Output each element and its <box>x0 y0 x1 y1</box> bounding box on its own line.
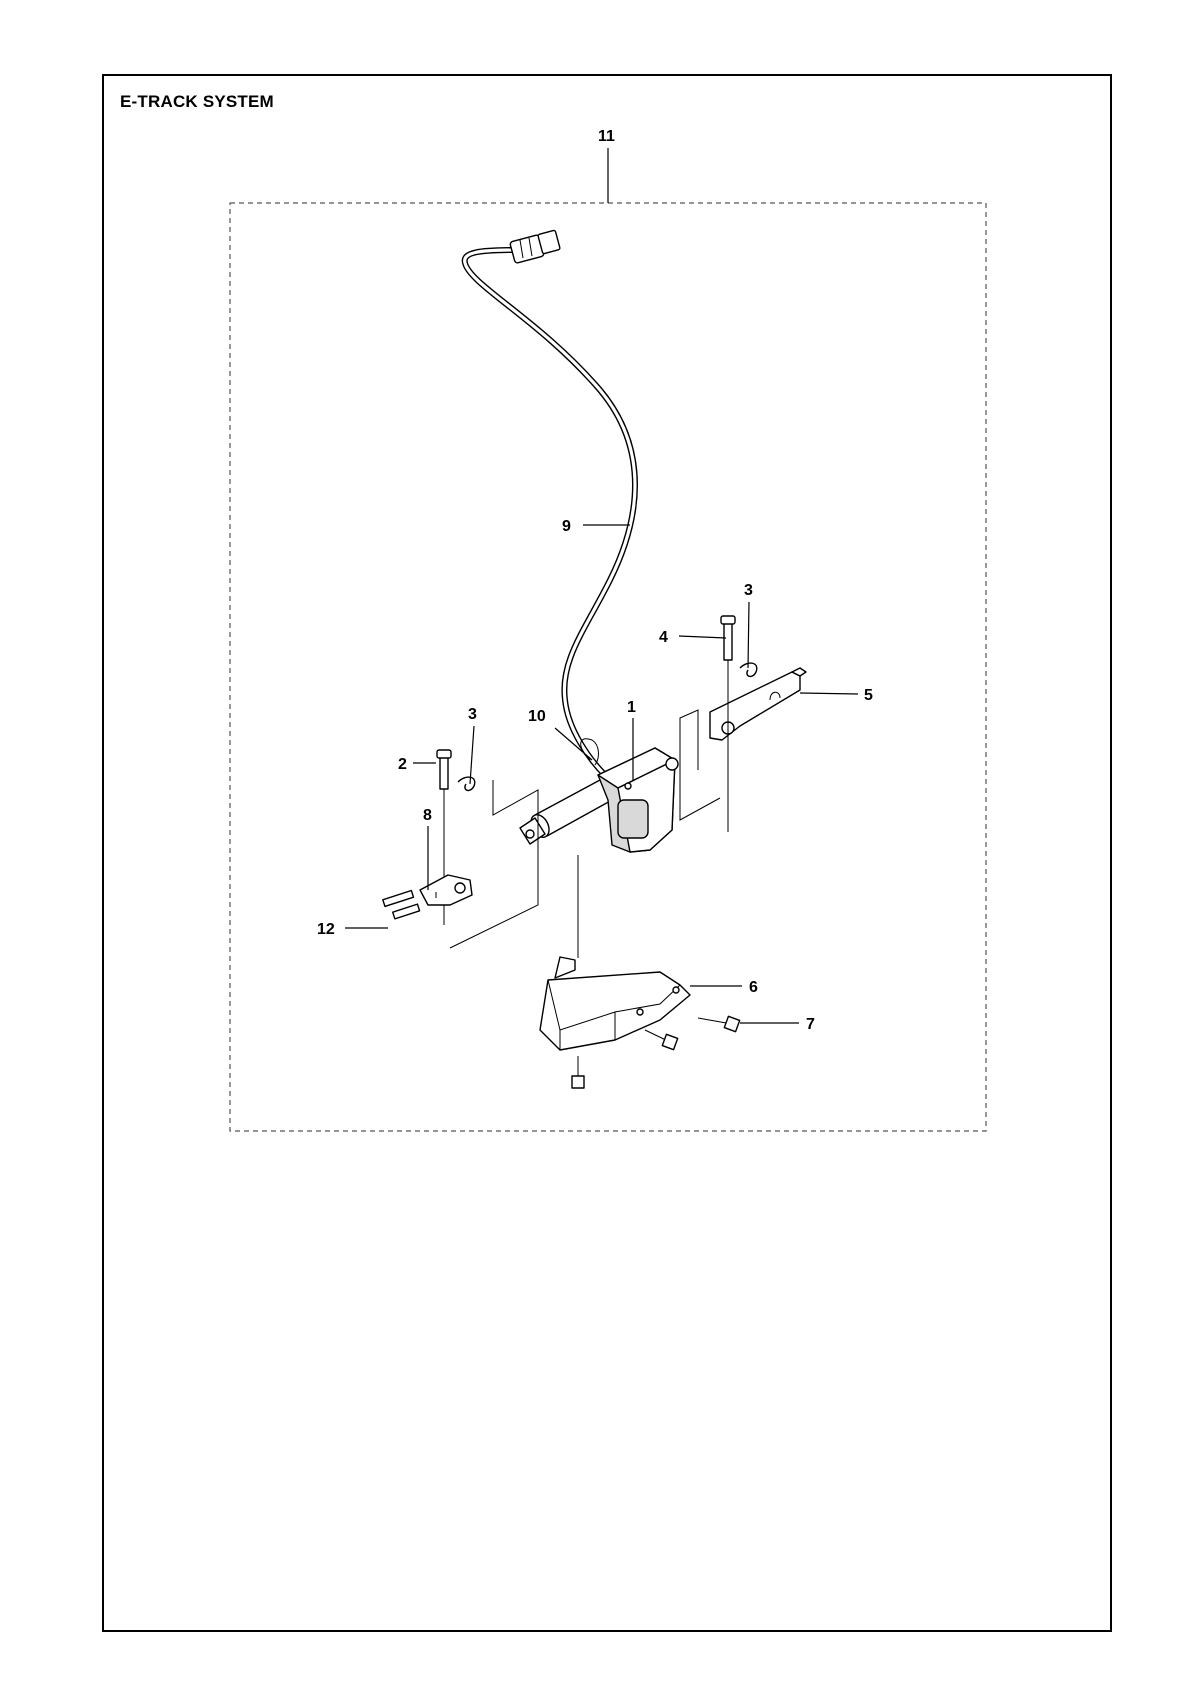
page-frame <box>102 74 1112 1632</box>
mounting-bracket <box>709 667 807 741</box>
callout-11: 11 <box>598 128 615 145</box>
linear-actuator <box>519 738 679 853</box>
actuator-cover-pan <box>539 956 691 1051</box>
callout-3-right: 3 <box>744 582 753 599</box>
clevis-pin-right <box>720 615 736 832</box>
cable-harness <box>461 229 638 778</box>
leader-lines <box>345 524 859 1024</box>
callout-4: 4 <box>659 629 668 646</box>
hair-pin-clip-left <box>457 776 476 792</box>
callout-12: 12 <box>317 921 335 938</box>
callout-5: 5 <box>864 687 873 704</box>
bolt-set <box>382 889 421 920</box>
callout-7: 7 <box>806 1016 815 1033</box>
callout-3-left: 3 <box>468 706 477 723</box>
assembly-guide-lines <box>449 709 721 958</box>
hinge-bracket <box>419 874 473 906</box>
callout-6: 6 <box>749 979 758 996</box>
callout-10: 10 <box>528 708 546 725</box>
callout-9: 9 <box>562 518 571 535</box>
callout-2: 2 <box>398 756 407 773</box>
page-title: E-TRACK SYSTEM <box>120 92 274 111</box>
screw-set <box>571 1015 741 1089</box>
callout-8: 8 <box>423 807 432 824</box>
callout-1: 1 <box>627 699 636 716</box>
